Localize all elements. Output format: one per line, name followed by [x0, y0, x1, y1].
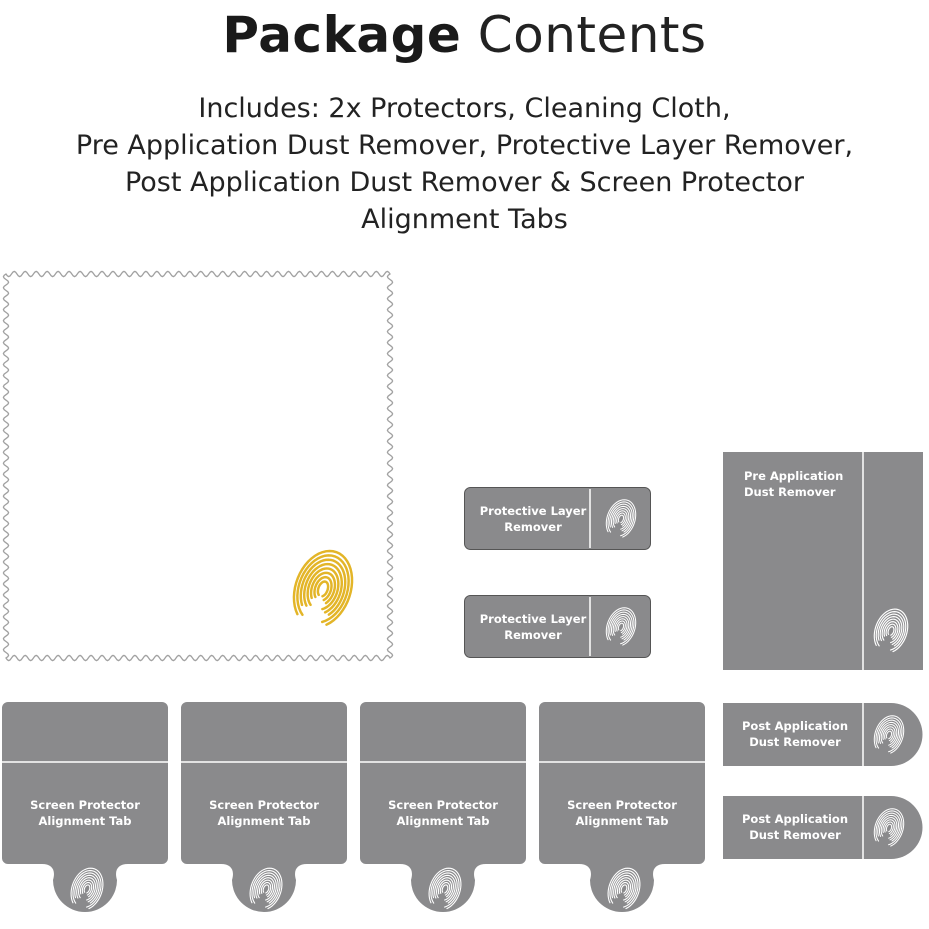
label-line: Alignment Tab [217, 814, 311, 828]
remover-label: Protective Layer Remover [470, 611, 596, 643]
alignment-tab: Screen Protector Alignment Tab [181, 702, 349, 924]
protective-layer-remover: Protective Layer Remover [464, 595, 651, 658]
protective-layer-remover: Protective Layer Remover [464, 487, 651, 550]
fingerprint-icon [70, 864, 104, 914]
post-application-label: Post Application Dust Remover [727, 811, 863, 843]
label-line: Alignment Tab [575, 814, 669, 828]
fingerprint-icon [428, 864, 462, 914]
alignment-tab: Screen Protector Alignment Tab [539, 702, 707, 924]
label-line: Protective Layer [479, 504, 587, 518]
fingerprint-icon [605, 497, 637, 541]
alignment-tab: Screen Protector Alignment Tab [2, 702, 170, 924]
post-application-dust-remover: Post Application Dust Remover [723, 796, 923, 859]
alignment-tab-label: Screen Protector Alignment Tab [181, 797, 347, 829]
post-application-dust-remover: Post Application Dust Remover [723, 703, 923, 766]
pre-application-label: Pre Application Dust Remover [744, 468, 864, 500]
page-title: Package Contents [0, 4, 929, 66]
label-line: Dust Remover [744, 485, 836, 499]
label-line: Screen Protector [30, 798, 140, 812]
fingerprint-icon [873, 806, 905, 850]
label-line: Pre Application [744, 469, 844, 483]
label-line: Dust Remover [749, 735, 841, 749]
alignment-tab-label: Screen Protector Alignment Tab [539, 797, 705, 829]
fingerprint-icon [873, 713, 905, 757]
title-light: Contents [477, 6, 707, 64]
subtitle-line: Post Application Dust Remover & Screen P… [124, 167, 805, 198]
label-line: Alignment Tab [38, 814, 132, 828]
label-line: Screen Protector [388, 798, 498, 812]
subtitle-line: Includes: 2x Protectors, Cleaning Cloth, [198, 93, 731, 124]
alignment-tab-label: Screen Protector Alignment Tab [2, 797, 168, 829]
label-line: Remover [504, 520, 562, 534]
subtitle-line: Pre Application Dust Remover, Protective… [75, 130, 854, 161]
fingerprint-icon [292, 545, 354, 633]
cleaning-cloth [2, 270, 394, 662]
title-bold: Package [222, 6, 462, 64]
subtitle-line: Alignment Tabs [361, 204, 568, 235]
label-line: Alignment Tab [396, 814, 490, 828]
label-line: Dust Remover [749, 828, 841, 842]
label-line: Screen Protector [567, 798, 677, 812]
label-line: Post Application [741, 719, 849, 733]
fingerprint-icon [249, 864, 283, 914]
label-line: Screen Protector [209, 798, 319, 812]
alignment-tab-label: Screen Protector Alignment Tab [360, 797, 526, 829]
pre-application-dust-remover: Pre Application Dust Remover [723, 452, 923, 670]
post-application-label: Post Application Dust Remover [727, 718, 863, 750]
fingerprint-icon [605, 605, 637, 649]
alignment-tab: Screen Protector Alignment Tab [360, 702, 528, 924]
label-line: Remover [504, 628, 562, 642]
fingerprint-icon [607, 864, 641, 914]
remover-label: Protective Layer Remover [470, 503, 596, 535]
label-line: Protective Layer [479, 612, 587, 626]
label-line: Post Application [741, 812, 849, 826]
fingerprint-icon [873, 606, 909, 656]
subtitle: Includes: 2x Protectors, Cleaning Cloth,… [0, 90, 929, 238]
